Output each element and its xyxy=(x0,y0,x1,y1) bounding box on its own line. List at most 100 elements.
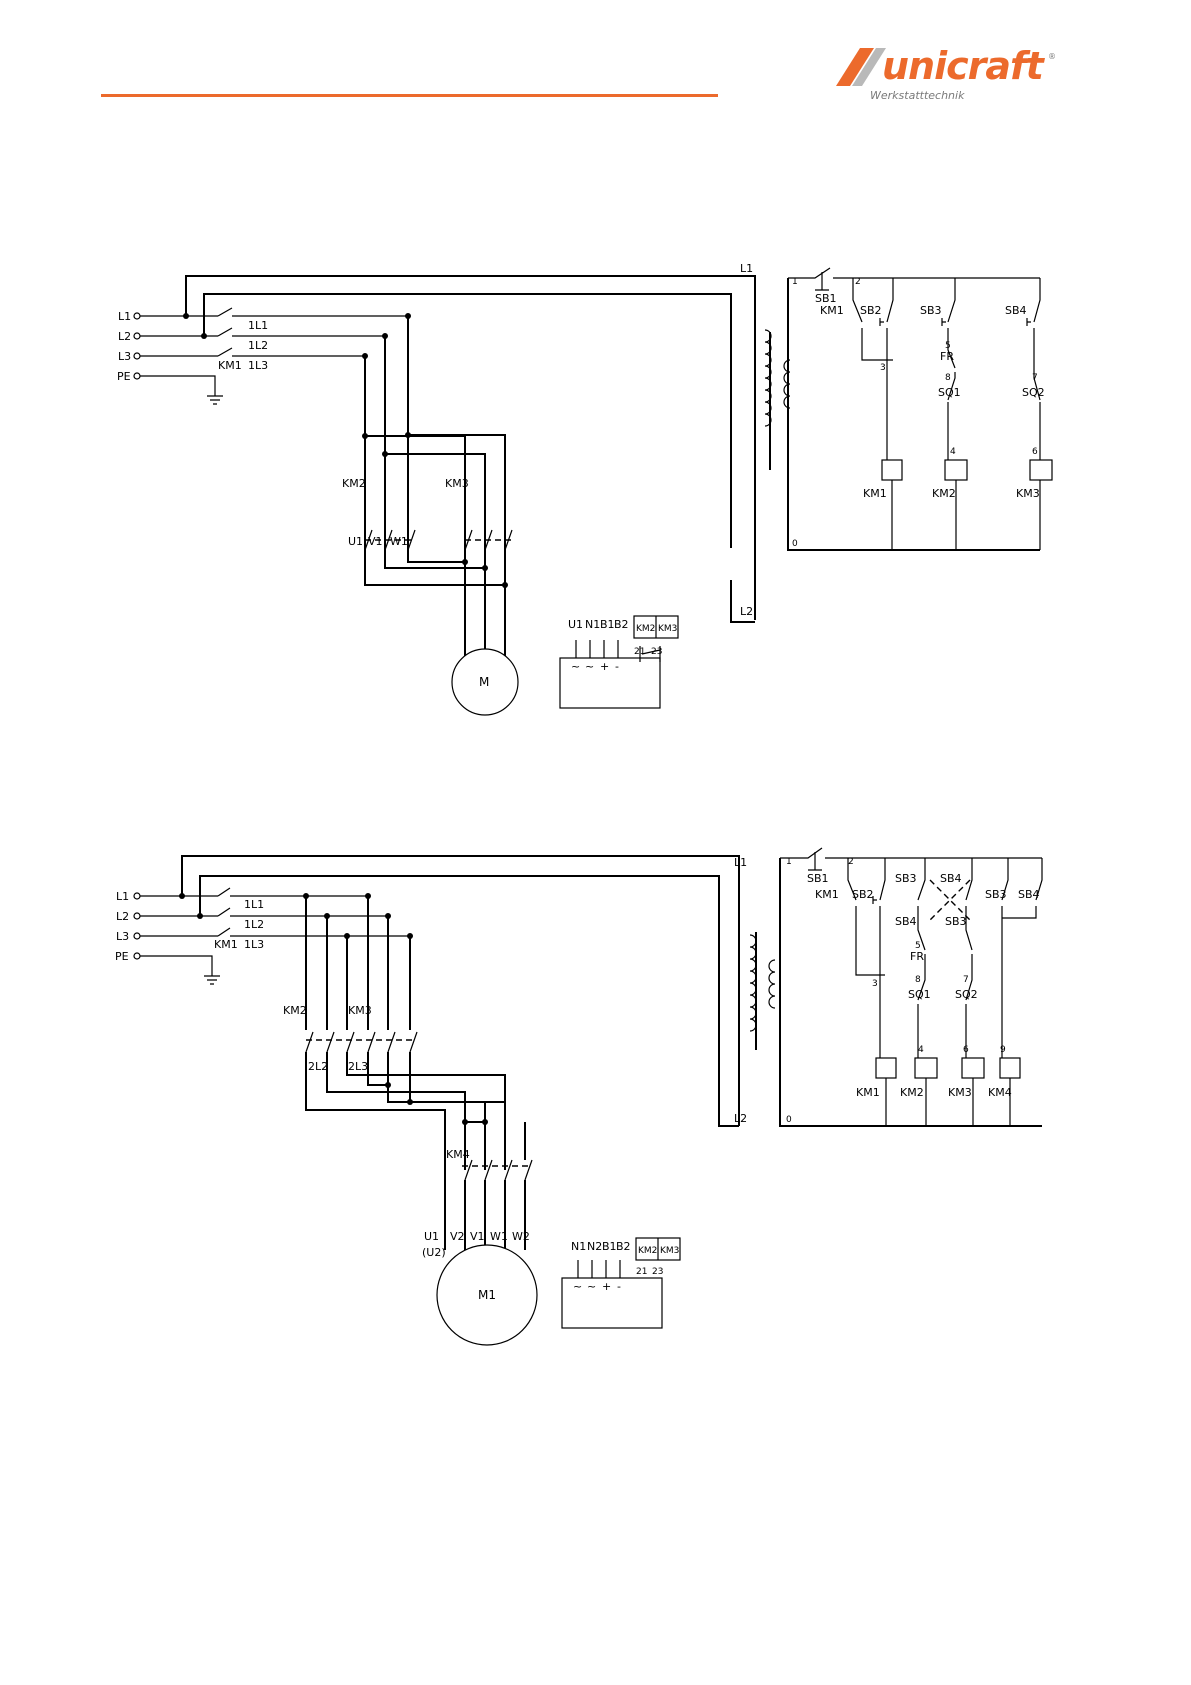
d2-line-label-pe: PE xyxy=(115,950,129,963)
d2-control-button-sb3-c: SB3 xyxy=(985,888,1007,901)
coil-km1 xyxy=(881,459,903,481)
d2-winding-u2: (U2) xyxy=(422,1246,446,1259)
d2-control-stop-label: SB1 xyxy=(807,872,829,885)
coil-label-km2: KM2 xyxy=(932,487,956,500)
d2-brake-symbol-3: + xyxy=(602,1280,611,1293)
d2-coil-label-km3: KM3 xyxy=(948,1086,972,1099)
d2-sub-label-2l2: 2L2 xyxy=(308,1060,328,1073)
d2-coil-km1 xyxy=(875,1057,897,1079)
line-label-l2: L2 xyxy=(118,330,131,343)
brake-terminal-2: N1 xyxy=(585,618,600,631)
d2-winding-v2: V2 xyxy=(450,1230,465,1243)
control-limit-sq2: SQ2 xyxy=(1022,386,1045,399)
brake-symbol-1: ~ xyxy=(571,660,580,673)
d2-coil-label-km4: KM4 xyxy=(988,1086,1012,1099)
d2-brake-symbol-1: ~ xyxy=(573,1280,582,1293)
coil-km2 xyxy=(944,459,968,481)
ground-icon xyxy=(207,395,223,405)
d2-control-button-sb4-b: SB4 xyxy=(940,872,962,885)
d2-control-button-sb4-c: SB4 xyxy=(1018,888,1040,901)
control-holding-km1: KM1 xyxy=(820,304,844,317)
transformer-feed-l1 xyxy=(185,275,756,620)
winding-v1-label: V1 xyxy=(368,535,383,548)
d2-brake-contact-23: 23 xyxy=(652,1267,663,1277)
d2-brake-symbol-4: - xyxy=(617,1280,621,1293)
node-4: 4 xyxy=(950,447,956,457)
d2-supply-label-1l1: 1L1 xyxy=(244,898,264,911)
node-6: 6 xyxy=(1032,447,1038,457)
brake-terminal-1: U1 xyxy=(568,618,583,631)
d2-control-transformer xyxy=(749,932,776,1050)
control-overload-fr: FR xyxy=(940,350,954,363)
d2-coil-km3 xyxy=(961,1057,985,1079)
d2-brake-terminal-1: N1 xyxy=(571,1240,586,1253)
d2-winding-w2: W2 xyxy=(512,1230,530,1243)
d2-control-button-sb4-a: SB4 xyxy=(895,915,917,928)
d2-brake-contact-21: 21 xyxy=(636,1267,647,1277)
d2-contactor-km4-label: KM4 xyxy=(446,1148,470,1161)
node-0: 0 xyxy=(792,539,798,549)
main-contactor-label: KM1 xyxy=(218,359,242,372)
d2-stop-button-sb1-icon xyxy=(808,852,822,871)
d2-transformer-l2-label: L2 xyxy=(734,1112,747,1125)
transformer-l2-label: L2 xyxy=(740,605,753,618)
control-button-sb2: SB2 xyxy=(860,304,882,317)
d2-motor-symbol xyxy=(436,1244,538,1346)
winding-w1-label: W1 xyxy=(390,535,408,548)
unicraft-logo: unicraft ® Werkstatttechnik xyxy=(830,40,1060,110)
logo-word: unicraft xyxy=(882,44,1044,88)
transformer-l1-label: L1 xyxy=(740,262,753,275)
d2-brake-contact-km2: KM2 xyxy=(638,1246,657,1256)
brake-contact-km2: KM2 xyxy=(636,624,655,634)
node-2: 2 xyxy=(855,277,861,287)
d2-brake-terminal-4: B2 xyxy=(616,1240,631,1253)
d2-node-1: 1 xyxy=(786,857,792,867)
d2-node-0: 0 xyxy=(786,1115,792,1125)
brake-terminal-4: B2 xyxy=(614,618,629,631)
winding-u1-label: U1 xyxy=(348,535,363,548)
brake-terminal-3: B1 xyxy=(600,618,615,631)
node-1: 1 xyxy=(792,277,798,287)
d2-control-limit-sq1: SQ1 xyxy=(908,988,931,1001)
d2-winding-u1: U1 xyxy=(424,1230,439,1243)
d2-control-button-sb3-a: SB3 xyxy=(895,872,917,885)
d2-line-label-l3: L3 xyxy=(116,930,129,943)
d2-control-limit-sq2: SQ2 xyxy=(955,988,978,1001)
d2-main-contactor-label: KM1 xyxy=(214,938,238,951)
contactor-km2-label: KM2 xyxy=(342,477,366,490)
supply-label-1l1: 1L1 xyxy=(248,319,268,332)
line-label-pe: PE xyxy=(117,370,131,383)
d2-contactor-km2-label: KM2 xyxy=(283,1004,307,1017)
d2-node-2: 2 xyxy=(848,857,854,867)
control-button-sb4: SB4 xyxy=(1005,304,1027,317)
d2-coil-label-km2: KM2 xyxy=(900,1086,924,1099)
d2-ground-icon xyxy=(204,975,220,985)
control-limit-sq1: SQ1 xyxy=(938,386,961,399)
supply-label-1l2: 1L2 xyxy=(248,339,268,352)
control-circuit-1: SB1 1 2 0 KM1 SB2 3 KM1 SB3 5 FR 8 SQ1 4… xyxy=(787,267,1053,551)
motor-symbol xyxy=(451,648,519,716)
d2-transformer-feed-l1 xyxy=(181,855,740,1126)
brake-contact-23: 23 xyxy=(651,647,662,657)
d2-line-label-l2: L2 xyxy=(116,910,129,923)
line-label-l1: L1 xyxy=(118,310,131,323)
d2-node-6: 6 xyxy=(963,1045,969,1055)
d2-node-9: 9 xyxy=(1000,1045,1006,1055)
d2-brake-terminal-2: N2 xyxy=(587,1240,602,1253)
coil-label-km3: KM3 xyxy=(1016,487,1040,500)
d2-contactor-km3-label: KM3 xyxy=(348,1004,372,1017)
d2-winding-v1: V1 xyxy=(470,1230,485,1243)
header-rule xyxy=(101,94,718,97)
wiring-diagram-2: L1 L2 L3 PE 1L1 1L2 1L3 KM1 L1 L2 KM2 KM… xyxy=(115,847,1043,1346)
brake-symbol-2: ~ xyxy=(585,660,594,673)
brake-symbol-4: - xyxy=(615,660,619,673)
control-button-sb3: SB3 xyxy=(920,304,942,317)
logo-tagline: Werkstatttechnik xyxy=(870,89,965,102)
logo-registered: ® xyxy=(1048,52,1056,61)
d2-transformer-l1-label: L1 xyxy=(734,856,747,869)
d2-control-button-sb3-b: SB3 xyxy=(945,915,967,928)
d2-motor-label: M1 xyxy=(478,1288,496,1302)
d2-control-overload-fr: FR xyxy=(910,950,924,963)
control-stop-label: SB1 xyxy=(815,292,837,305)
